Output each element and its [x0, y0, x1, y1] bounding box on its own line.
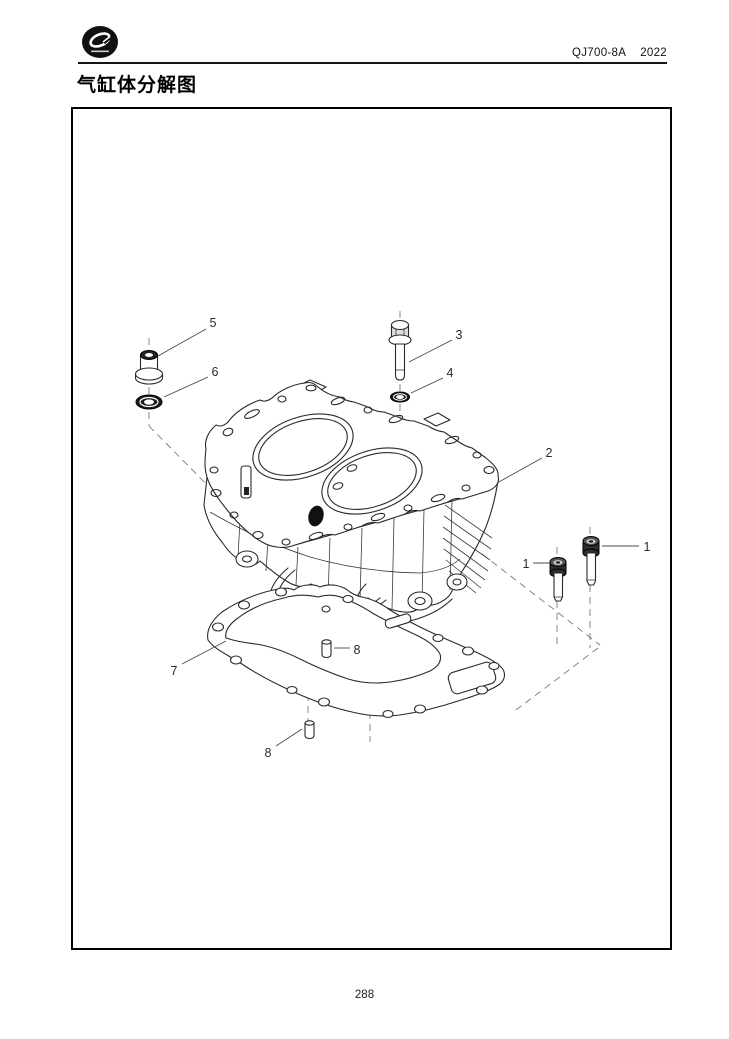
- model-year-value: 2022: [640, 47, 667, 59]
- cap-bolt-large: [582, 536, 600, 586]
- qjmotor-logo: [82, 26, 118, 58]
- callouts: 5 6 3 4 2 1 1 7 8 8: [157, 316, 651, 760]
- page-number: 288: [354, 989, 375, 1001]
- collar: [134, 350, 164, 385]
- header-rule: [78, 62, 667, 64]
- oil-port: [308, 505, 324, 527]
- page-title: 气缸体分解图: [77, 75, 198, 96]
- cap-bolt-small: [549, 557, 567, 602]
- dowel-pin-upper: [321, 639, 332, 659]
- deck-bolt-holes: [209, 384, 495, 546]
- gasket-bolt-holes: [211, 587, 500, 719]
- flange-bolt: [388, 319, 412, 381]
- callout-3: 3: [456, 328, 463, 342]
- callout-6: 6: [212, 365, 219, 379]
- callout-1-left: 1: [523, 557, 530, 571]
- callout-7: 7: [171, 664, 178, 678]
- diagram-frame: 5 6 3 4 2 1 1 7 8 8: [71, 107, 672, 950]
- callout-2: 2: [546, 446, 553, 460]
- exploded-diagram: 5 6 3 4 2 1 1 7 8 8: [134, 311, 651, 760]
- model-code: QJ700-8A: [572, 47, 627, 59]
- callout-1-right: 1: [644, 540, 651, 554]
- callout-8-lower: 8: [265, 746, 272, 760]
- oring-washer: [135, 394, 163, 410]
- dowel-pin-lower: [304, 720, 315, 740]
- callout-8-upper: 8: [354, 643, 361, 657]
- callout-4: 4: [447, 366, 454, 380]
- cylinder-block: [203, 379, 500, 627]
- base-gasket: [207, 584, 506, 719]
- sealing-washer: [390, 391, 410, 403]
- header-model-year: QJ700-8A 2022: [440, 47, 667, 59]
- callout-5: 5: [210, 316, 217, 330]
- cylinder-bores: [252, 413, 423, 515]
